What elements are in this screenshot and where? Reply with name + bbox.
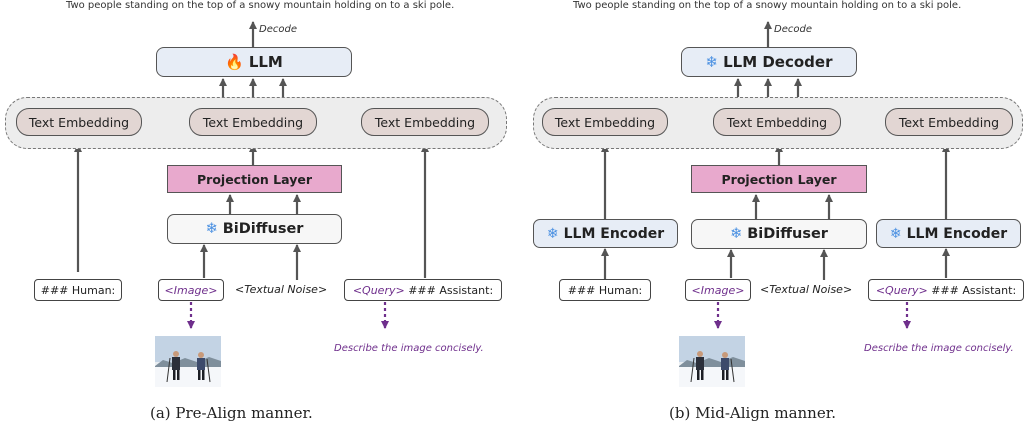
assistant-token: ### Assistant: (404, 283, 494, 297)
panel-mid-align: Two people standing on the top of a snow… (513, 0, 1026, 431)
bidiffuser-box: ❄ BiDiffuser (167, 214, 342, 244)
human-token: ### Human: (34, 279, 122, 301)
image-token: <Image> (158, 279, 224, 301)
bidiffuser-label: BiDiffuser (222, 221, 304, 237)
query-token-b: <Query> (875, 283, 928, 297)
textual-noise-label: <Textual Noise> (235, 283, 328, 296)
panel-pre-align: Two people standing on the top of a snow… (5, 0, 507, 422)
bidiffuser-label-b: BiDiffuser (747, 226, 828, 242)
output-caption-text-b: Two people standing on the top of a snow… (573, 0, 962, 11)
caption-b: (b) Mid-Align manner. (669, 404, 837, 422)
llm-box: 🔥 LLM (156, 47, 352, 77)
input-image-thumbnail-b (679, 336, 745, 387)
describe-prompt: Describe the image concisely. (334, 343, 484, 354)
query-assistant-token-b: <Query> ### Assistant: (868, 279, 1024, 301)
caption-a: (a) Pre-Align manner. (150, 404, 313, 422)
snowflake-icon: ❄ (546, 225, 559, 242)
text-embedding-b3: Text Embedding (885, 108, 1013, 136)
ski-photo-drawing-b (679, 336, 745, 387)
output-caption-text: Two people standing on the top of a snow… (66, 0, 455, 11)
bidiffuser-box-b: ❄ BiDiffuser (691, 219, 867, 249)
llm-encoder-left: ❄ LLM Encoder (533, 219, 678, 248)
query-assistant-token: <Query> ### Assistant: (344, 279, 502, 301)
human-token-b: ### Human: (559, 279, 651, 301)
arrows-panel-a (74, 21, 429, 329)
decode-label-b: Decode (774, 24, 812, 35)
textual-noise-label-b: <Textual Noise> (760, 283, 853, 296)
snowflake-icon: ❄ (705, 53, 719, 71)
query-token: <Query> (352, 283, 405, 297)
arrows-panel-b (601, 21, 950, 329)
text-embedding-b2: Text Embedding (713, 108, 841, 136)
assistant-token-b: ### Assistant: (927, 283, 1017, 297)
llm-encoder-right: ❄ LLM Encoder (876, 219, 1021, 248)
fire-icon: 🔥 (225, 53, 244, 71)
describe-prompt-b: Describe the image concisely. (864, 343, 1014, 354)
llm-decoder-label: LLM Decoder (723, 53, 833, 71)
text-embedding-3: Text Embedding (361, 108, 489, 136)
input-image-thumbnail (155, 336, 221, 387)
ski-photo-drawing (155, 336, 221, 387)
snowflake-icon: ❄ (730, 226, 743, 242)
llm-decoder-box: ❄ LLM Decoder (681, 47, 857, 77)
llm-encoder-right-label: LLM Encoder (906, 225, 1008, 242)
decode-label: Decode (259, 24, 297, 35)
image-token-b: <Image> (685, 279, 751, 301)
llm-label: LLM (248, 53, 283, 71)
text-embedding-b1: Text Embedding (542, 108, 668, 136)
projection-layer: Projection Layer (167, 165, 342, 193)
llm-encoder-left-label: LLM Encoder (563, 225, 665, 242)
text-embedding-1: Text Embedding (16, 108, 142, 136)
snowflake-icon: ❄ (889, 225, 902, 242)
snowflake-icon: ❄ (205, 221, 218, 237)
projection-layer-b: Projection Layer (691, 165, 867, 193)
text-embedding-2: Text Embedding (189, 108, 317, 136)
